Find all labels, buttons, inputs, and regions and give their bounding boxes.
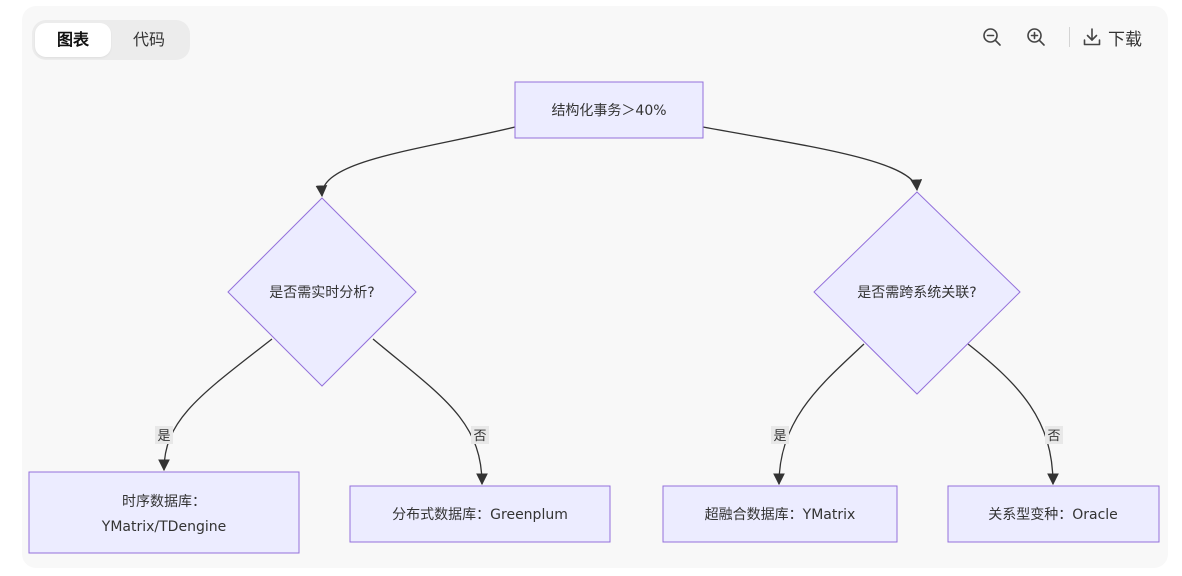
tab-chart[interactable]: 图表 — [35, 23, 112, 57]
node-leaf-timeseries[interactable]: 时序数据库： YMatrix/TDengine — [28, 471, 300, 554]
edge-label-right-no: 否 — [1045, 426, 1063, 444]
svg-text:是: 是 — [773, 429, 786, 444]
node-leaf-relational[interactable]: 关系型变种：Oracle — [947, 485, 1160, 543]
edge-right-no — [967, 343, 1059, 486]
view-tabs: 图表 代码 — [32, 20, 191, 60]
toolbar-actions: 下载 — [963, 22, 1142, 52]
node-leaf-distributed[interactable]: 分布式数据库：Greenplum — [349, 485, 611, 543]
download-label: 下载 — [1108, 29, 1142, 50]
svg-text:是否需跨系统关联?: 是否需跨系统关联? — [857, 285, 976, 301]
download-icon — [1083, 28, 1101, 46]
edge-label-right-yes: 是 — [771, 426, 789, 444]
tab-code[interactable]: 代码 — [133, 30, 166, 49]
edge-left-no — [372, 338, 488, 486]
svg-text:是否需实时分析?: 是否需实时分析? — [269, 285, 374, 301]
toolbar: 图表 代码 — [22, 6, 1168, 68]
node-decision-cross-system[interactable]: 是否需跨系统关联? — [813, 191, 1021, 395]
edge-label-left-no: 否 — [471, 426, 489, 444]
zoom-in-icon — [1027, 28, 1045, 46]
edge-label-left-yes: 是 — [155, 426, 173, 444]
svg-text:超融合数据库：YMatrix: 超融合数据库：YMatrix — [705, 507, 856, 523]
svg-text:否: 否 — [473, 429, 486, 444]
zoom-out-button[interactable] — [977, 22, 1007, 52]
node-decision-realtime[interactable]: 是否需实时分析? — [227, 197, 417, 387]
zoom-out-icon — [983, 28, 1001, 46]
edge-root-to-right — [702, 126, 923, 192]
edge-left-yes — [158, 338, 273, 472]
node-root[interactable]: 结构化事务＞40% — [514, 81, 704, 139]
svg-text:否: 否 — [1047, 429, 1060, 444]
zoom-in-button[interactable] — [1021, 22, 1051, 52]
toolbar-divider — [1069, 27, 1070, 47]
svg-text:分布式数据库：Greenplum: 分布式数据库：Greenplum — [392, 507, 568, 523]
svg-text:结构化事务＞40%: 结构化事务＞40% — [551, 103, 666, 119]
download-button[interactable]: 下载 — [1082, 25, 1142, 50]
svg-text:时序数据库：: 时序数据库： — [122, 494, 206, 510]
node-leaf-hyperconverged[interactable]: 超融合数据库：YMatrix — [662, 485, 898, 543]
svg-text:是: 是 — [157, 429, 170, 444]
svg-text:关系型变种：Oracle: 关系型变种：Oracle — [988, 507, 1118, 523]
edge-root-to-left — [315, 126, 516, 198]
edge-right-yes — [773, 343, 865, 486]
svg-text:YMatrix/TDengine: YMatrix/TDengine — [101, 519, 226, 535]
